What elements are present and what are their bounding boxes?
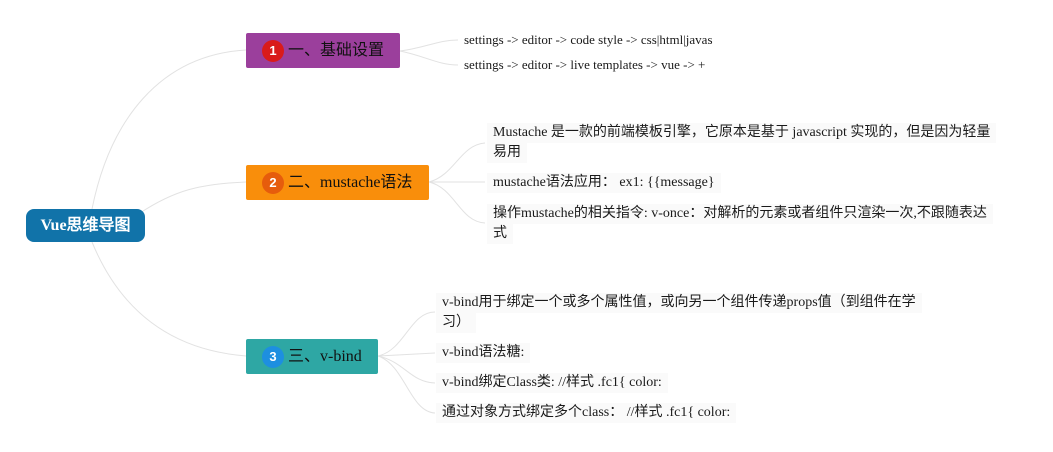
- branch-3-to-leaf-3-line: [377, 355, 436, 384]
- branch-2-to-leaf-1-line: [428, 142, 486, 183]
- leaf-node-continued: 易用: [487, 143, 527, 163]
- branch-node-mustache[interactable]: 2 二、mustache语法: [246, 165, 429, 200]
- leaf-node-continued: 习）: [436, 313, 476, 333]
- number-badge-icon: 1: [262, 39, 284, 62]
- leaf-node[interactable]: settings -> editor -> code style -> css|…: [464, 32, 713, 47]
- leaf-node-continued: 式: [487, 224, 513, 244]
- branch-label: 三、v-bind: [288, 348, 362, 365]
- leaf-node[interactable]: mustache语法应用： ex1: {{message}: [487, 173, 721, 193]
- branch-3-to-leaf-1-line: [377, 311, 436, 357]
- leaf-node[interactable]: settings -> editor -> live templates -> …: [464, 57, 706, 72]
- branch-1-to-leaf-2-line: [399, 50, 459, 66]
- branch-label: 二、mustache语法: [288, 174, 413, 191]
- branch-label: 一、基础设置: [288, 42, 385, 59]
- branch-3-to-leaf-2-line: [377, 352, 436, 357]
- root-to-branch-1-line: [91, 49, 247, 210]
- branch-1-to-leaf-1-line: [399, 39, 459, 52]
- root-to-branch-3-line: [91, 241, 247, 357]
- leaf-node[interactable]: v-bind用于绑定一个或多个属性值，或向另一个组件传递props值（到组件在学: [436, 293, 922, 313]
- root-to-branch-2-line: [139, 181, 247, 214]
- leaf-node[interactable]: Mustache 是一款的前端模板引擎，它原本是基于 javascript 实现…: [487, 123, 997, 143]
- branch-node-v-bind[interactable]: 3 三、v-bind: [246, 339, 378, 374]
- branch-2-to-leaf-3-line: [428, 181, 486, 224]
- leaf-node[interactable]: 操作mustache的相关指令: v-once：对解析的元素或者组件只渲染一次,…: [487, 204, 993, 224]
- leaf-node[interactable]: v-bind语法糖:: [436, 343, 531, 363]
- leaf-node[interactable]: 通过对象方式绑定多个class： //样式 .fc1{ color:: [436, 403, 737, 423]
- root-node[interactable]: Vue思维导图: [26, 209, 145, 242]
- number-badge-icon: 2: [262, 171, 284, 194]
- branch-3-to-leaf-4-line: [377, 355, 436, 414]
- branch-node-basic-settings[interactable]: 1 一、基础设置: [246, 33, 400, 68]
- leaf-node[interactable]: v-bind绑定Class类: //样式 .fc1{ color:: [436, 373, 668, 393]
- number-badge-icon: 3: [262, 345, 284, 368]
